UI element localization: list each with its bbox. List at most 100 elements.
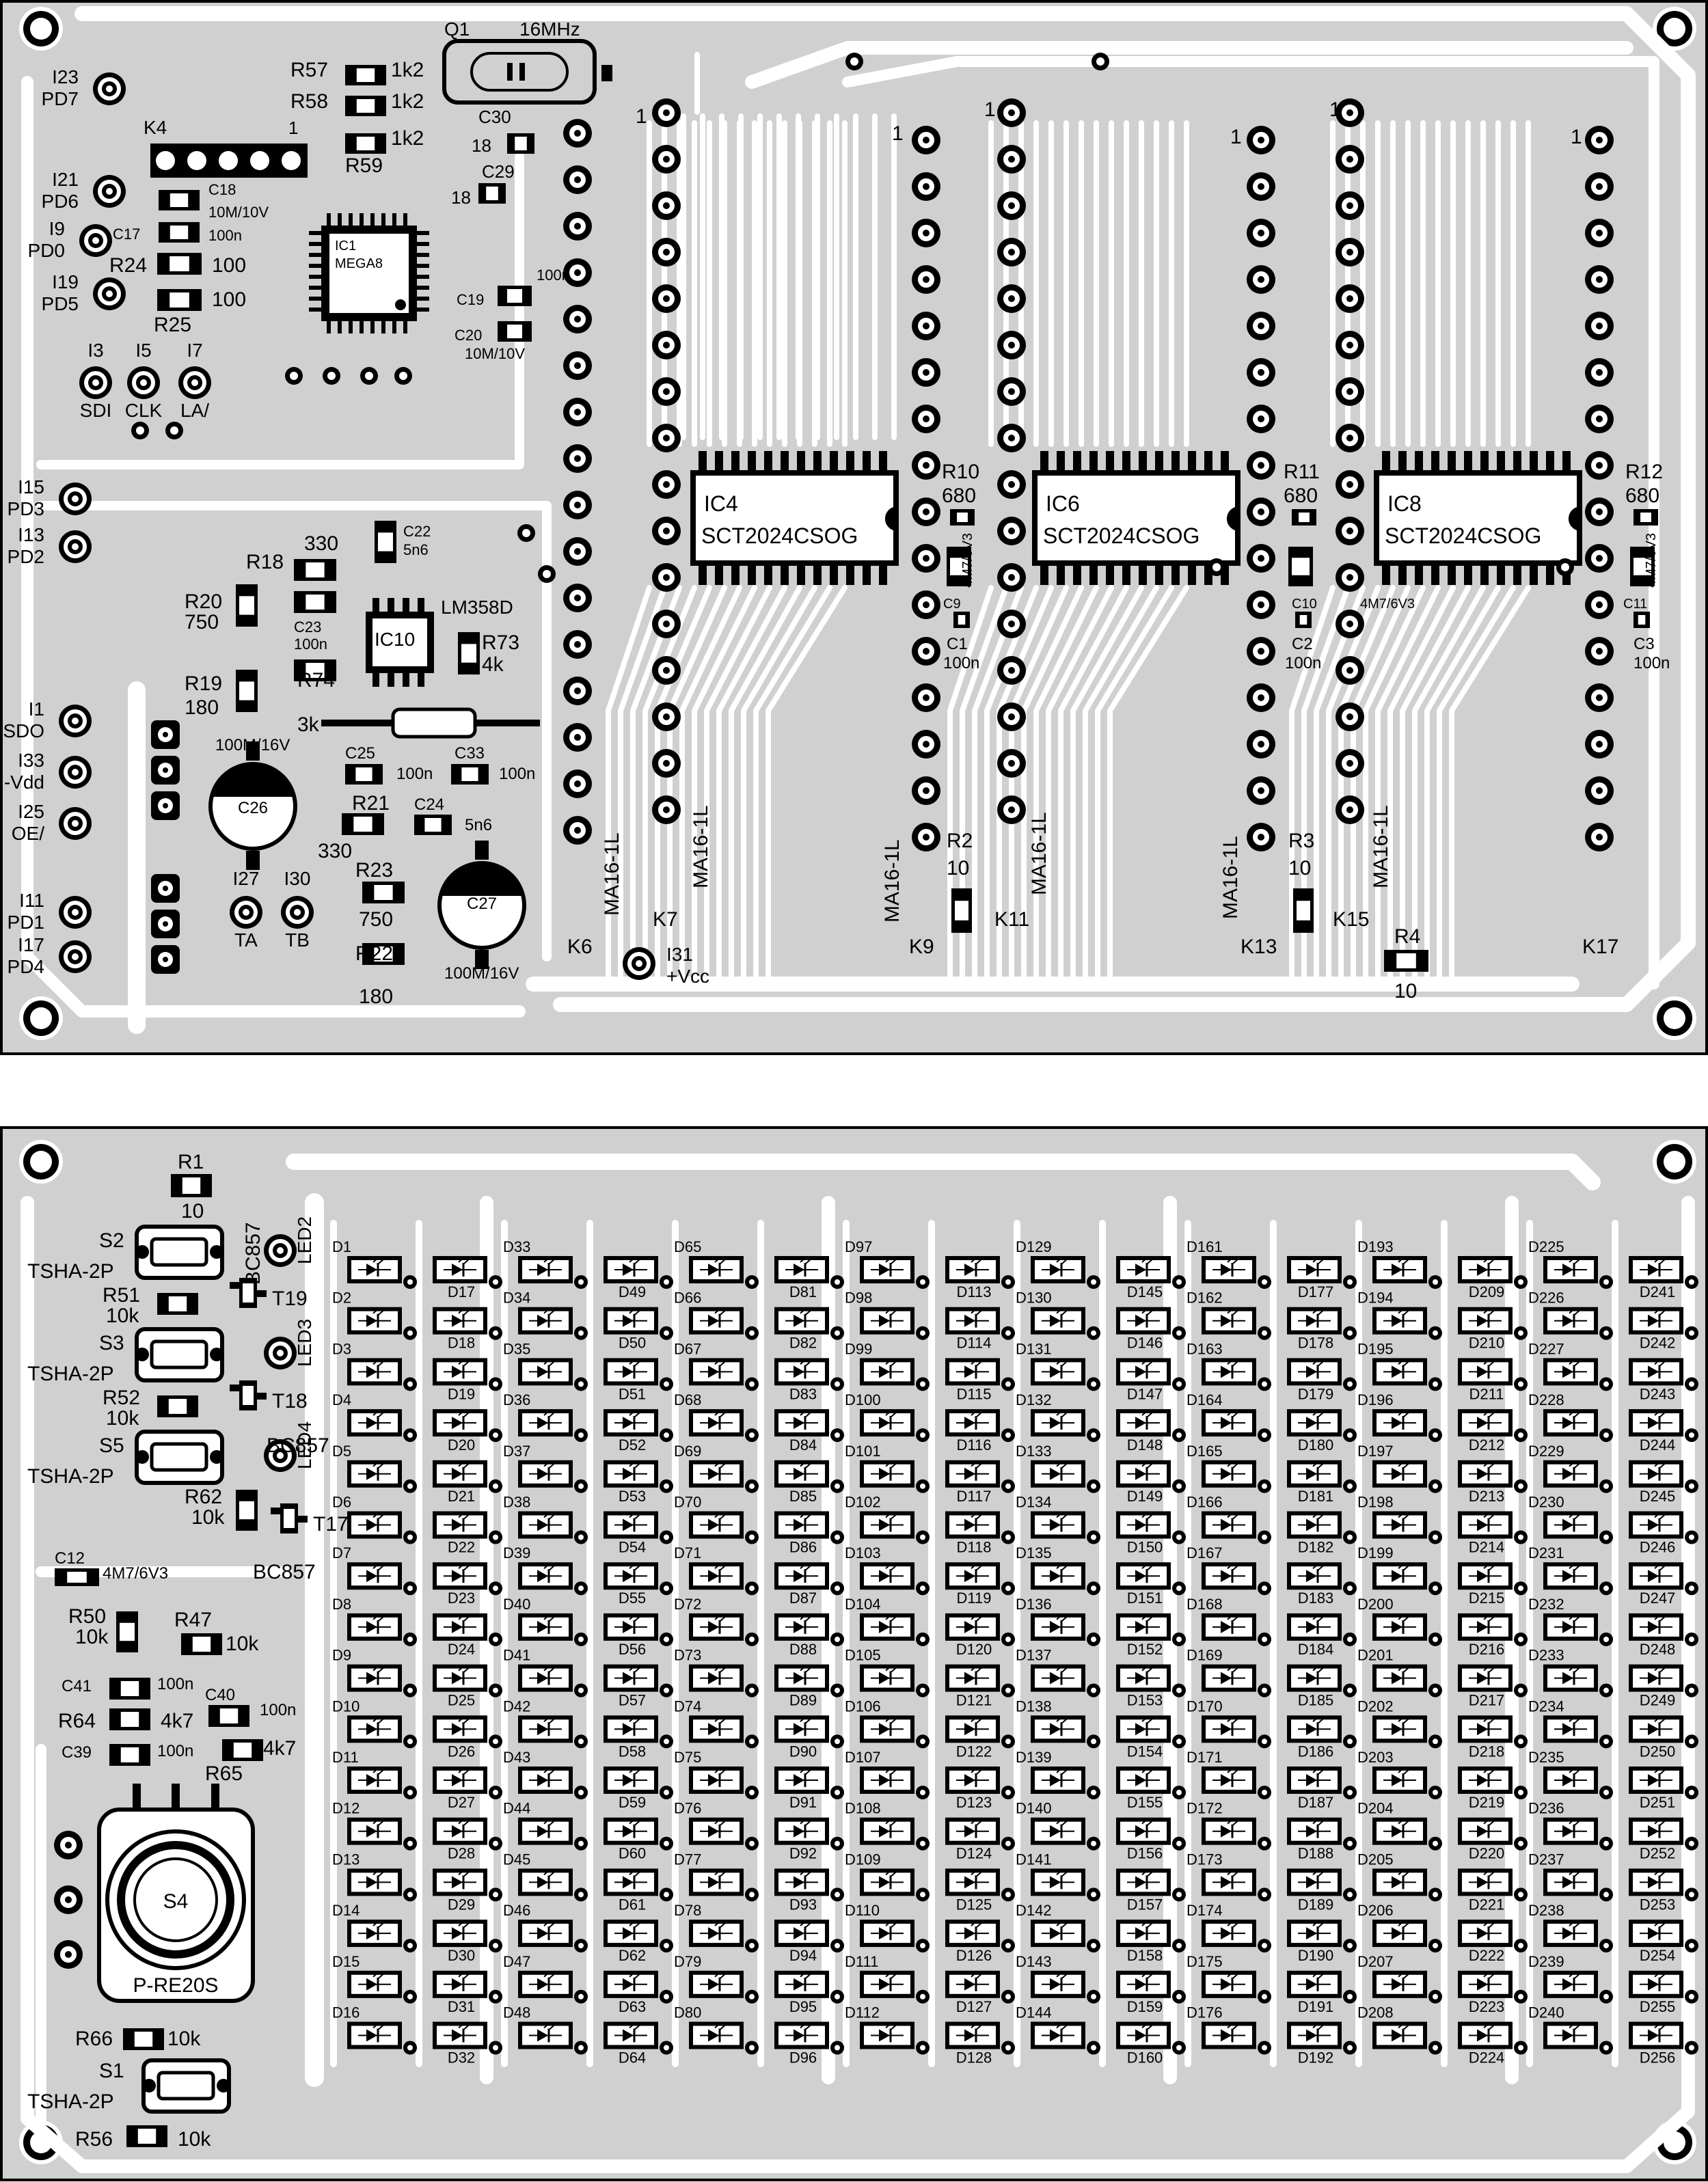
led-label: D157 <box>1127 1896 1163 1913</box>
led-via <box>1428 1887 1442 1902</box>
led-via <box>745 1786 759 1799</box>
led-label: D21 <box>448 1488 475 1505</box>
led-label: D61 <box>619 1896 646 1913</box>
capacitor-ref: C22 <box>403 523 431 540</box>
led-label: D170 <box>1187 1697 1223 1715</box>
resistor-ref: R57 <box>290 59 328 81</box>
led-label: D253 <box>1640 1896 1676 1913</box>
resistor-value: 1k2 <box>391 59 424 81</box>
led-label: D164 <box>1187 1391 1223 1408</box>
led-label: D105 <box>845 1647 881 1664</box>
led-label: D215 <box>1469 1590 1505 1607</box>
capacitor-ref: C17 <box>113 226 140 243</box>
resistor-ref: R3 <box>1288 830 1314 852</box>
led-D7 <box>346 1561 403 1591</box>
led-D235 <box>1542 1765 1599 1795</box>
led-D154 <box>1115 1714 1172 1744</box>
led-label: D203 <box>1357 1749 1394 1766</box>
led-via <box>403 1581 417 1596</box>
led-via <box>660 1939 673 1953</box>
led-via <box>1001 1786 1015 1799</box>
connector-part: MA16-1L <box>881 839 904 923</box>
led-via <box>745 2041 759 2055</box>
switch-part: TSHA-2P <box>27 2090 114 2113</box>
led-via <box>660 1836 673 1851</box>
led-via <box>574 1581 588 1596</box>
led-label: D240 <box>1528 2004 1564 2021</box>
led-label: D128 <box>956 2049 992 2067</box>
led-label: D138 <box>1016 1697 1052 1715</box>
led-label: D233 <box>1528 1647 1564 1664</box>
led-D207 <box>1371 1969 1428 2000</box>
test-point-net: PD1 <box>8 912 44 933</box>
capacitor-ref: C26 <box>238 799 268 817</box>
connector-pad <box>563 119 592 148</box>
led-D1 <box>346 1255 403 1285</box>
led-via <box>916 1939 930 1953</box>
led-via <box>830 1326 844 1340</box>
led-label: D60 <box>619 1845 646 1862</box>
led-label: D119 <box>957 1590 992 1607</box>
led-label: D152 <box>1127 1641 1163 1658</box>
connector-pad <box>1247 451 1275 480</box>
led-via <box>660 1683 673 1697</box>
connector-pad <box>1585 497 1614 526</box>
resistor-value: 680 <box>1284 485 1318 507</box>
test-point-ref: I9 <box>49 218 65 239</box>
connector-pad <box>1585 544 1614 573</box>
led-via <box>745 1326 759 1340</box>
capacitor-value: 100n <box>157 1742 193 1760</box>
resistor-value: 180 <box>185 696 219 719</box>
led-label: D221 <box>1469 1896 1505 1913</box>
connector-pad <box>1585 776 1614 805</box>
led-label: D210 <box>1469 1335 1505 1352</box>
led-via <box>574 1734 588 1749</box>
resistor-r66 <box>123 2028 164 2050</box>
switch-part: TSHA-2P <box>27 1363 114 1385</box>
led-D221 <box>1456 1867 1514 1897</box>
led-via <box>1685 1734 1698 1749</box>
led-label: D11 <box>332 1749 359 1766</box>
led-via <box>1599 1428 1613 1443</box>
led-via <box>1343 1939 1357 1953</box>
led-via <box>1514 1479 1528 1493</box>
capacitor-ref: C24 <box>414 795 444 814</box>
mounting-hole <box>1653 996 1696 1040</box>
led-label: D200 <box>1357 1596 1394 1613</box>
led-via <box>574 1275 588 1289</box>
led-via <box>1343 1786 1357 1799</box>
resistor-ref: R73 <box>482 631 519 654</box>
test-point-ref: I23 <box>52 66 79 87</box>
connector-pad <box>912 172 940 201</box>
led-D42 <box>517 1714 574 1744</box>
led-via <box>1258 2041 1271 2055</box>
resistor-ref: R25 <box>154 314 191 336</box>
led-label: D108 <box>845 1800 881 1817</box>
led-via <box>1685 1377 1698 1391</box>
led-D63 <box>602 1969 660 2000</box>
switch-s2 <box>135 1225 224 1280</box>
led-D59 <box>602 1765 660 1795</box>
led-D206 <box>1371 1918 1428 1948</box>
led-label: D242 <box>1640 1335 1676 1352</box>
led-D124 <box>944 1816 1001 1846</box>
led-label: D117 <box>957 1488 992 1505</box>
led-D99 <box>858 1356 916 1387</box>
led-D114 <box>944 1306 1001 1336</box>
led-via <box>1428 1836 1442 1851</box>
led-via <box>1514 1939 1528 1953</box>
test-point-net: TB <box>285 929 310 951</box>
driver-ic4 <box>690 451 899 585</box>
led-D34 <box>517 1306 574 1336</box>
led-via <box>1514 1428 1528 1443</box>
led-via <box>1685 1887 1698 1902</box>
led-label: D19 <box>448 1385 475 1402</box>
via <box>1208 558 1225 576</box>
led-label: D23 <box>448 1590 475 1607</box>
connector-pad <box>563 537 592 566</box>
led-D9 <box>346 1663 403 1693</box>
connector-pad <box>1585 405 1614 433</box>
led-D92 <box>773 1816 830 1846</box>
led-via <box>1514 1989 1528 2004</box>
led-D55 <box>602 1561 660 1591</box>
